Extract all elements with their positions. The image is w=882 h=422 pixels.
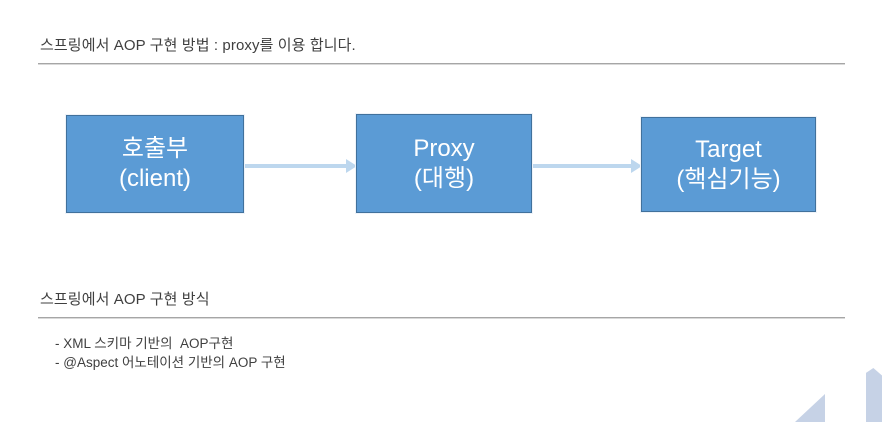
bullet-list: - XML 스키마 기반의 AOP구현 - @Aspect 어노테이션 기반의 … [55,334,286,372]
section-heading-top: 스프링에서 AOP 구현 방법 : proxy를 이용 합니다. [40,37,356,54]
arrow-shaft [245,164,346,168]
list-item: - @Aspect 어노테이션 기반의 AOP 구현 [55,355,286,370]
arrow-head-icon [631,159,642,173]
flow-box-client-subtitle: (client) [118,165,191,192]
flow-box-proxy-title: Proxy [413,134,475,162]
arrow-shaft [533,164,631,168]
decorative-bar-shape [866,368,882,422]
decorative-triangle-shape [795,394,825,422]
arrow-proxy-to-target [533,159,642,173]
flow-box-proxy-subtitle: (대행) [413,164,475,192]
section-heading-middle: 스프링에서 AOP 구현 방식 [40,291,210,308]
flow-box-client: 호출부 (client) [66,115,244,213]
list-item: - XML 스키마 기반의 AOP구현 [55,336,234,351]
flow-box-target: Target (핵심기능) [641,117,816,212]
flow-box-target-subtitle: (핵심기능) [676,165,781,193]
flow-box-client-title: 호출부 [121,135,189,162]
divider-top [38,63,845,65]
arrow-head-icon [346,159,357,173]
arrow-client-to-proxy [245,159,357,173]
flow-box-proxy: Proxy (대행) [356,114,532,213]
divider-middle [38,317,845,319]
flow-box-target-title: Target [695,135,762,163]
